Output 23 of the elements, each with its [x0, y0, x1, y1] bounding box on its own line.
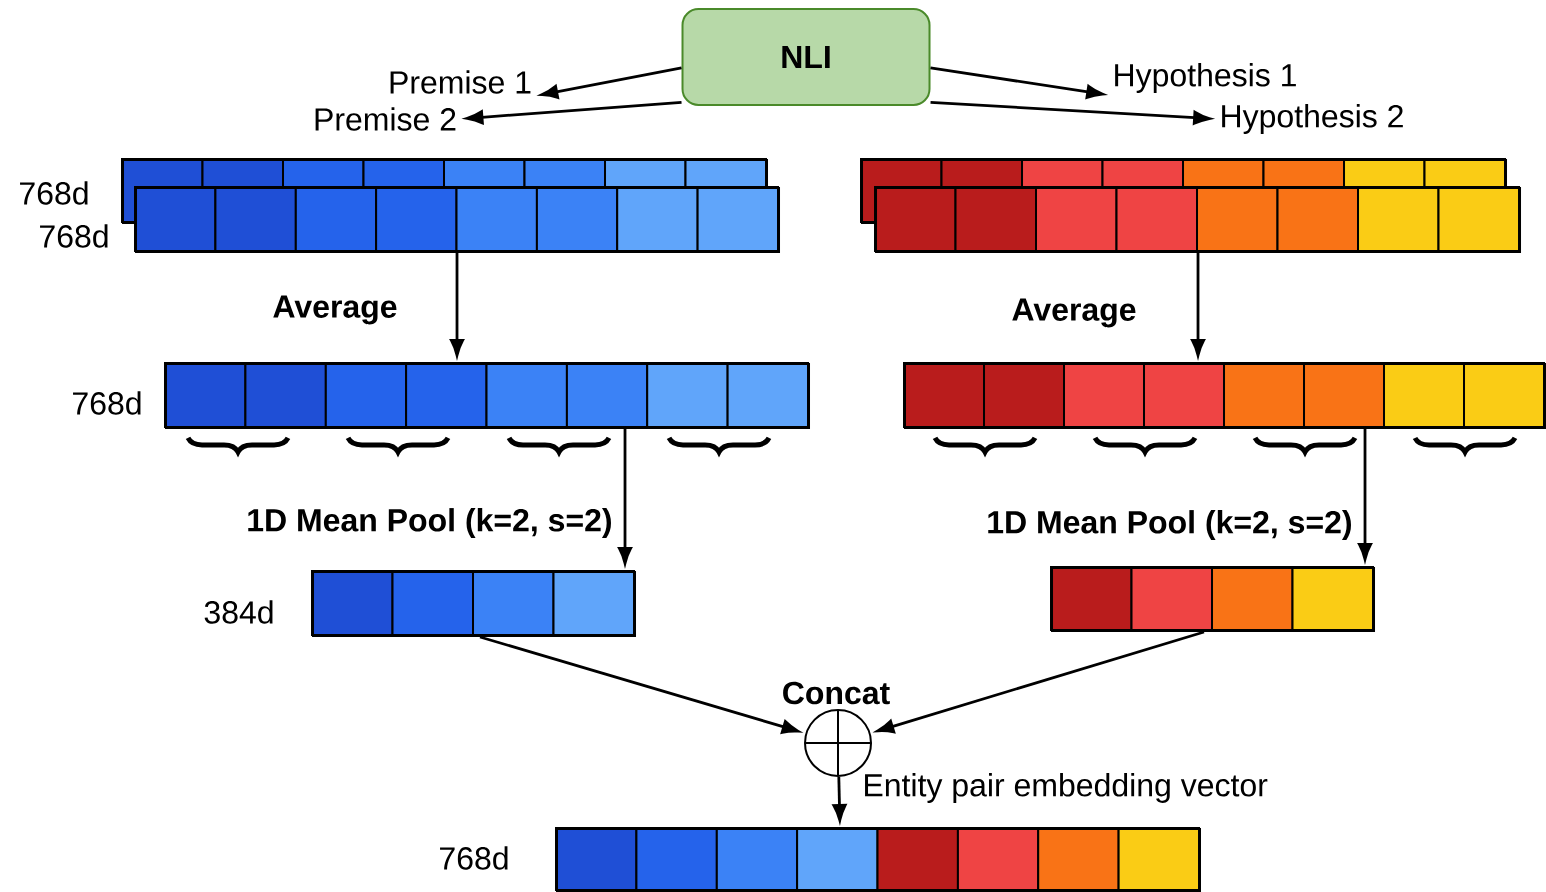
input-label: Hypothesis 1: [1115, 63, 1296, 93]
embedding-vector: [903, 362, 1546, 429]
dimension-label: 768d: [73, 391, 141, 415]
edge-label: Average: [270, 293, 400, 327]
embedding-vector: [311, 570, 636, 637]
dimension-label: 768d: [20, 181, 88, 205]
embedding-vector: [555, 827, 1201, 892]
dimension-label: 768d: [40, 224, 108, 248]
input-label: Premise 1: [390, 70, 531, 94]
dimension-label: 384d: [204, 600, 273, 624]
dimension-label: 768d: [440, 846, 508, 870]
input-label: Hypothesis 2: [1222, 104, 1403, 134]
edge-label: Average: [1009, 296, 1139, 330]
input-label: Premise 2: [315, 107, 456, 131]
embedding-vector: [134, 186, 780, 253]
edge-label: 1D Mean Pool (k=2, s=2): [244, 506, 615, 540]
nli-box: NLI: [681, 8, 931, 106]
embedding-vector: [164, 362, 810, 429]
edge-label: 1D Mean Pool (k=2, s=2): [984, 508, 1355, 542]
caption-text: Entity pair embedding vector: [865, 773, 1268, 803]
embedding-vector: [1050, 566, 1375, 632]
concat-label: Concat: [783, 681, 890, 705]
embedding-vector: [874, 186, 1521, 253]
